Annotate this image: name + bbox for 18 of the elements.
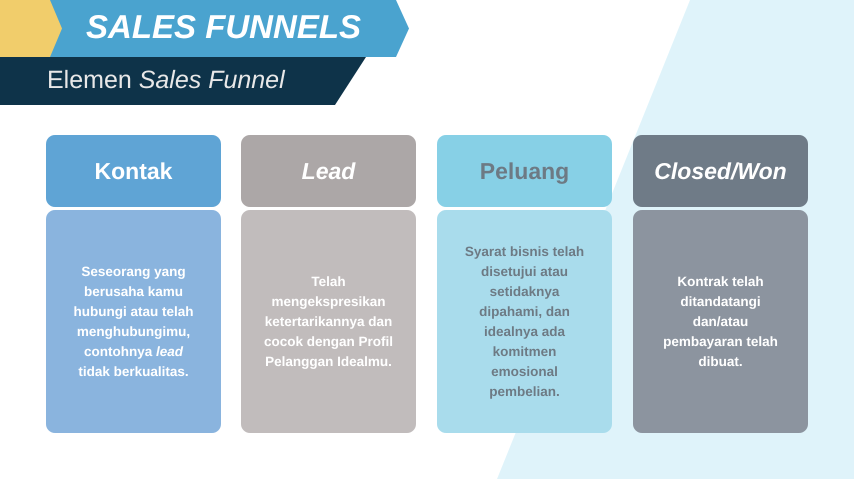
stage-header [633, 135, 808, 207]
stage-title: Kontak [94, 158, 172, 184]
stage-header [46, 135, 221, 207]
stage-card [437, 210, 612, 433]
stage-card [241, 210, 416, 433]
stage-header [437, 135, 612, 207]
stage-description: Kontrak telah ditandatangi dan/atau pembayaran telah dibuat. [662, 272, 779, 370]
stage-description: Syarat bisnis telah disetujui atau setidaknya dipahami, dan idealnya ada komitmen emosional pembelian. [464, 242, 586, 401]
stage-card [46, 210, 221, 433]
stage-header [241, 135, 416, 207]
stage-title: Peluang [480, 158, 570, 184]
title: SALES FUNNELS [86, 8, 362, 46]
stage-title: Closed/Won [654, 158, 787, 184]
stage-card [633, 210, 808, 433]
subtitle: Elemen Sales Funnel [47, 66, 285, 95]
stage-description: Seseorang yang berusaha kamu hubungi atau telah menghubungimu, contohnya lead tidak berkualitas. [72, 262, 194, 380]
stage-description: Telah mengekspresikan ketertarikannya dan cocok dengan Profil Pelanggan Idealmu. [263, 272, 394, 371]
stage-title: Lead [302, 158, 356, 184]
